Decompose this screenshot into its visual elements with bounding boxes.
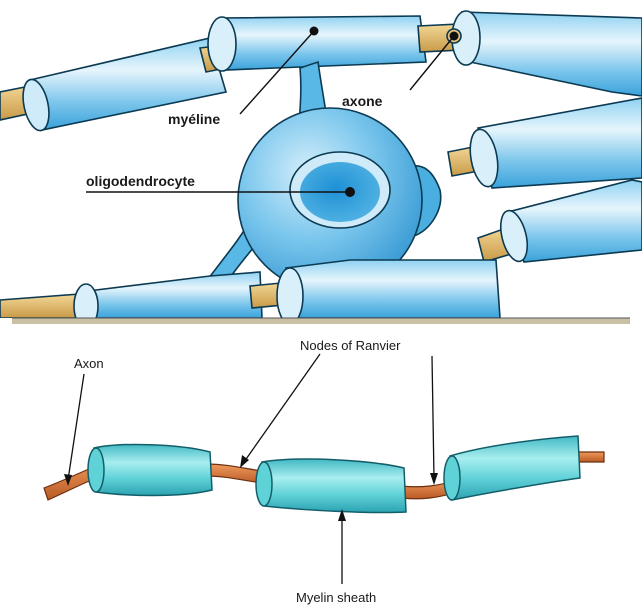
top-panel: myéline axone oligodendrocyte <box>0 11 642 328</box>
myelin-sheath-segment-3 <box>444 436 580 500</box>
label-nodes-of-ranvier: Nodes of Ranvier <box>300 338 401 353</box>
arrow-node-1 <box>240 354 320 468</box>
myelin-sheath-segment-1 <box>88 445 212 496</box>
bottom-panel: Axon Nodes of Ranvier Myelin sheath <box>44 338 604 605</box>
arrow-axon <box>64 374 84 486</box>
label-myelin-sheath: Myelin sheath <box>296 590 376 605</box>
arrow-node-2 <box>430 356 438 485</box>
myelin-sheath-bottom-middle <box>277 260 500 324</box>
label-axon: axone <box>342 93 383 109</box>
myelin-sheath-segment-2 <box>256 459 406 512</box>
myelin-sheath-right-middle <box>466 98 642 189</box>
panel-divider <box>12 318 630 324</box>
label-oligodendrocyte: oligodendrocyte <box>86 173 195 189</box>
axon-segment <box>0 294 82 318</box>
myelin-sheath-upper-right <box>447 11 642 96</box>
label-axon-en: Axon <box>74 356 104 371</box>
label-myelin: myéline <box>168 111 220 127</box>
myelin-sheath-lower-right <box>496 180 642 264</box>
arrow-myelin-sheath <box>338 509 346 584</box>
